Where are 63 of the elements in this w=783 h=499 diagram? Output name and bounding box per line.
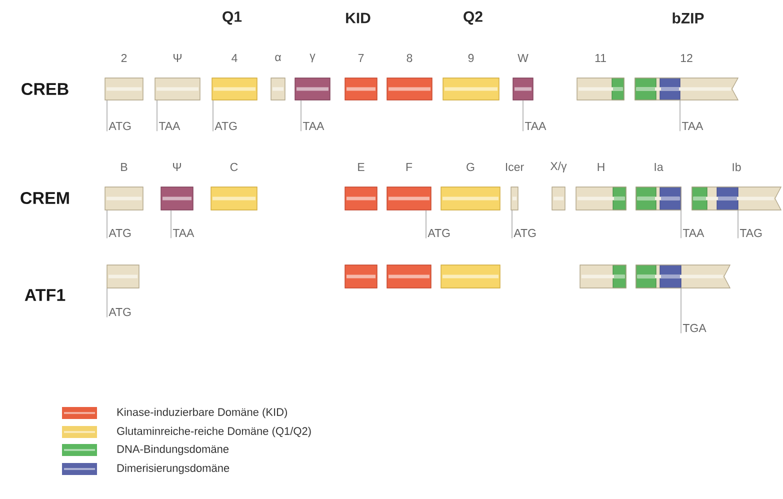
leader-line bbox=[106, 100, 108, 132]
exon-label: 12 bbox=[681, 54, 692, 62]
codon-label: ATG bbox=[214, 122, 237, 130]
leader-line bbox=[300, 100, 302, 132]
domain-heading: bZIP bbox=[672, 12, 704, 24]
codon-label: TAA bbox=[682, 229, 704, 237]
leader-line bbox=[522, 100, 524, 132]
exon-label: 7 bbox=[358, 54, 364, 62]
exon-label: Ib bbox=[732, 162, 741, 172]
exon-label: Ψ bbox=[174, 54, 182, 62]
leader-line bbox=[106, 210, 108, 239]
exon-label: Ia bbox=[654, 163, 664, 172]
exon-label: F bbox=[406, 163, 412, 171]
exon-label: 8 bbox=[406, 54, 412, 62]
codon-label: TAA bbox=[682, 122, 704, 130]
legend-text: Dimerisierungsdomäne bbox=[117, 464, 230, 474]
exon-label: C bbox=[230, 162, 238, 172]
exon-label: X/γ bbox=[550, 162, 567, 172]
codon-label: ATG bbox=[108, 228, 131, 238]
exon-box bbox=[440, 264, 500, 288]
legend-text: Glutaminreiche-reiche Domäne (Q1/Q2) bbox=[117, 426, 311, 438]
exon-label: W bbox=[518, 54, 528, 62]
leader-line bbox=[106, 288, 108, 318]
exon-label: E bbox=[358, 163, 364, 171]
legend-text: DNA-Bindungsdomäne bbox=[117, 444, 229, 456]
exon-label: 2 bbox=[121, 54, 127, 62]
domain-heading: KID bbox=[346, 12, 370, 24]
gene-name: CREB bbox=[22, 82, 68, 96]
codon-label: TAA bbox=[158, 122, 180, 130]
exon-label: α bbox=[275, 54, 281, 62]
exon-box bbox=[106, 264, 140, 288]
gene-name: CREM bbox=[20, 192, 69, 204]
exon-box bbox=[386, 264, 432, 288]
codon-label: TAG bbox=[740, 228, 762, 238]
codon-label: ATG bbox=[108, 308, 131, 316]
gene-name: ATF1 bbox=[24, 289, 66, 301]
leader-line bbox=[170, 210, 172, 238]
codon-label: ATG bbox=[514, 228, 536, 238]
codon-label: TGA bbox=[682, 324, 706, 332]
leader-line bbox=[212, 100, 214, 132]
codon-label: TAA bbox=[302, 122, 324, 130]
leader-line bbox=[680, 288, 682, 334]
leader-line bbox=[680, 210, 682, 238]
leader-line bbox=[156, 100, 158, 132]
exon-box bbox=[580, 264, 626, 288]
exon-label: B bbox=[121, 163, 128, 171]
legend-text: Kinase-induzierbare Domäne (KID) bbox=[117, 408, 287, 418]
domain-heading: Q1 bbox=[222, 11, 242, 25]
exon-label: 11 bbox=[595, 54, 606, 62]
domain-heading: Q2 bbox=[464, 11, 482, 25]
exon-label: γ bbox=[310, 54, 316, 62]
codon-label: ATG bbox=[108, 122, 131, 130]
exon-box bbox=[344, 264, 378, 288]
exon-label: G bbox=[466, 162, 474, 172]
codon-label: TAA bbox=[172, 229, 194, 237]
exon-label: 4 bbox=[232, 54, 238, 62]
codon-label: ATG bbox=[428, 228, 450, 238]
exon-label: Icer bbox=[506, 163, 524, 172]
exon-box bbox=[636, 264, 731, 288]
exon-label: 9 bbox=[468, 54, 474, 62]
exon-label: H bbox=[598, 163, 604, 171]
codon-label: TAA bbox=[524, 122, 546, 130]
exon-label: Ψ bbox=[173, 163, 181, 171]
